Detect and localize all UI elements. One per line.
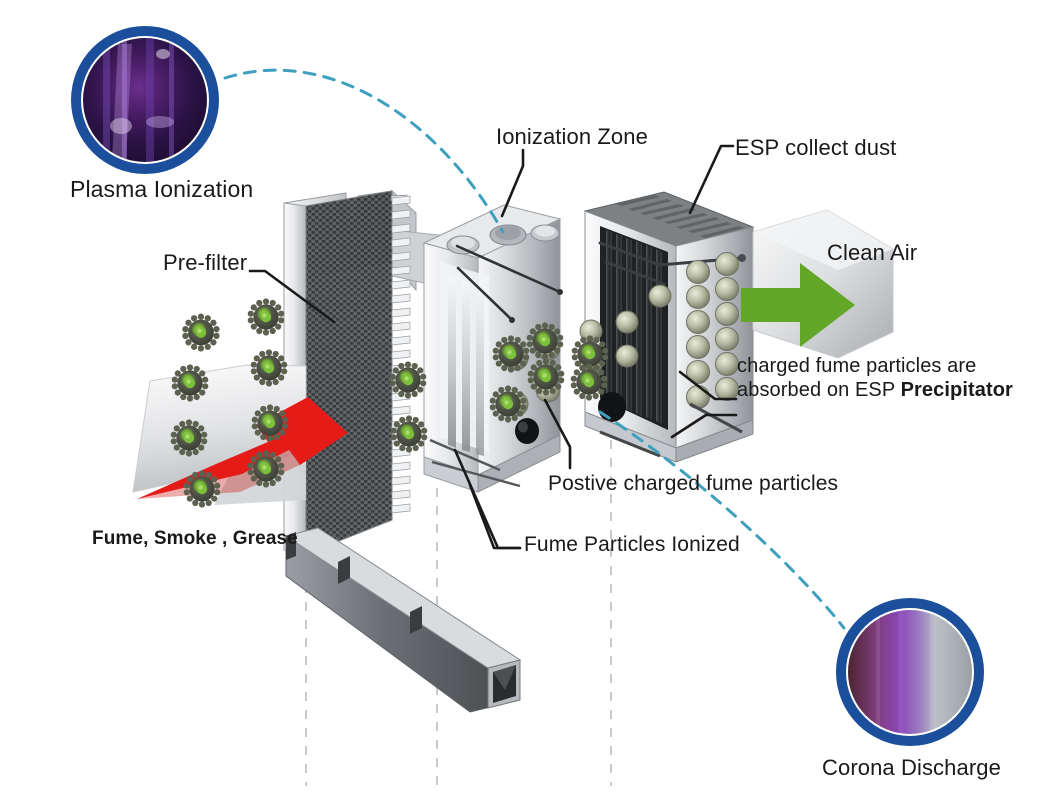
charged-line-2-prefix: absorbed on ESP — [737, 378, 901, 401]
label-ionization-zone: Ionization Zone — [496, 124, 648, 149]
leader-esp-collect-dust — [688, 144, 735, 215]
leader-pre-filter — [248, 269, 336, 324]
leader-charged-particles-2 — [670, 413, 738, 439]
ionizer-tubes — [448, 276, 484, 456]
dashed-plasma-to-ionizer — [223, 68, 505, 234]
leader-charged-particles — [678, 370, 738, 401]
label-corona-discharge: Corona Discharge — [822, 755, 1001, 780]
dashed-esp-to-corona — [598, 410, 846, 630]
corona-discharge-inset — [836, 598, 984, 746]
leader-fume-ionized-2 — [453, 448, 522, 550]
esp-collector-unit — [579, 191, 755, 463]
label-clean-air: Clean Air — [827, 240, 918, 265]
pre-filter-unit — [132, 189, 522, 713]
label-pre-filter: Pre-filter — [163, 250, 248, 275]
charged-line-2-strong: Precipitator — [900, 378, 1013, 401]
charged-line-1: charged fume particles are — [737, 355, 977, 377]
label-charged-particles-absorbed: charged fume particles are absorbed on E… — [737, 355, 1027, 402]
label-fume-particles-ionized: Fume Particles Ionized — [524, 533, 740, 556]
dashed-connectors — [223, 68, 846, 630]
label-fume-smoke-grease: Fume, Smoke , Grease — [92, 528, 298, 549]
plasma-ionization-inset — [71, 26, 219, 174]
esp-precipitator-knobs — [686, 252, 739, 409]
leader-positive-charged — [543, 398, 572, 470]
leader-ionization-zone — [500, 148, 525, 218]
clean-air-outlet-arrow — [741, 263, 855, 347]
label-esp-collect-dust: ESP collect dust — [735, 135, 897, 160]
label-plasma-ionization: Plasma Ionization — [70, 176, 254, 202]
leader-lines — [248, 144, 738, 550]
label-positive-charged-fume-particles: Postive charged fume particles — [548, 472, 839, 495]
